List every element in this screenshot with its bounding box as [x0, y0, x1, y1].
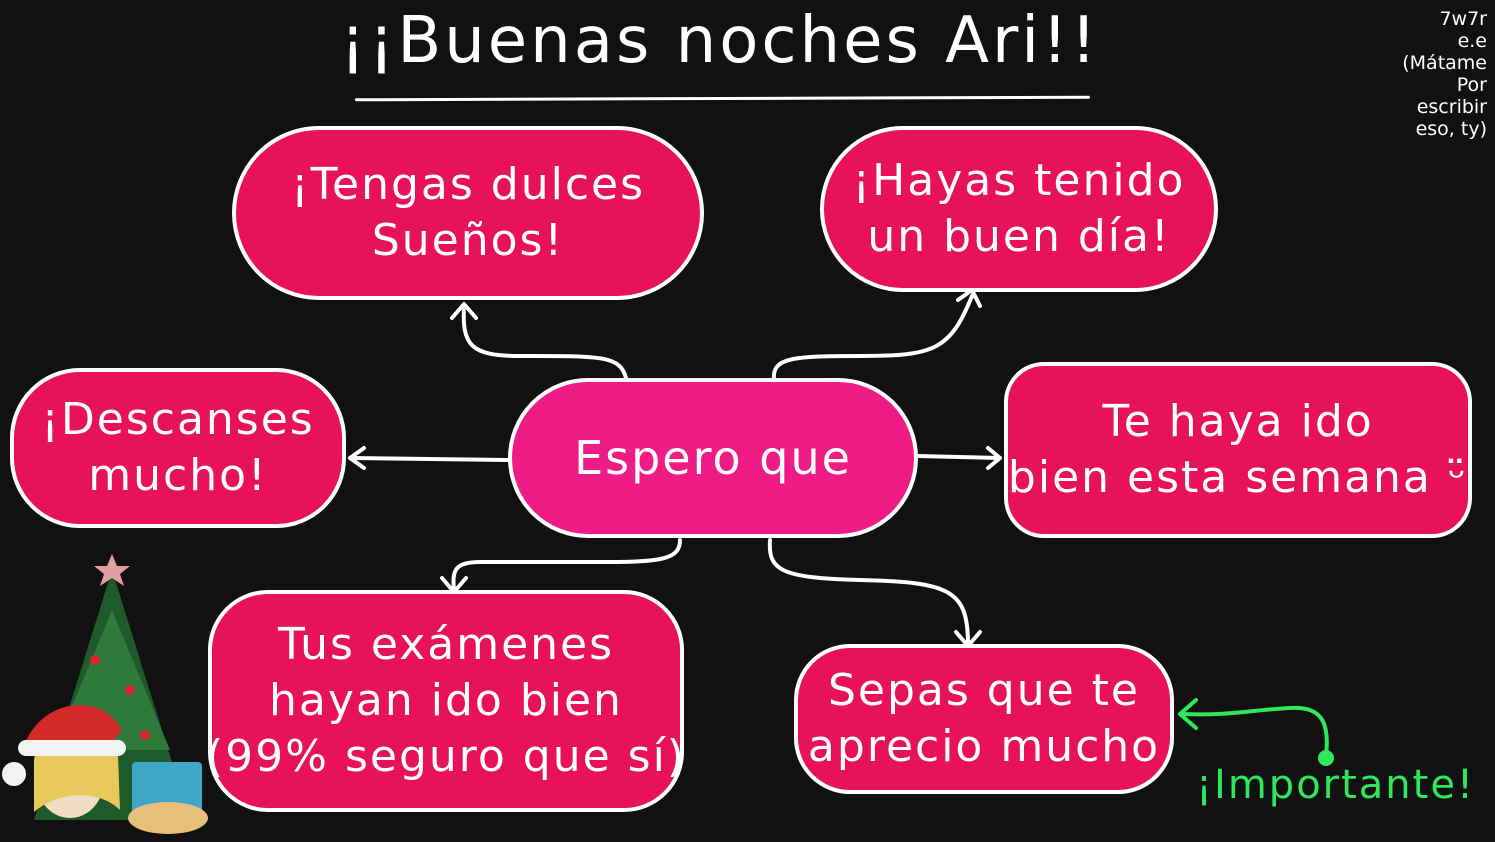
important-annotation: ¡Importante! — [1196, 762, 1475, 808]
node-exams: Tus exámenes hayan ido bien (99% seguro … — [206, 590, 686, 812]
connector-top-right — [771, 294, 974, 382]
node-good-week: Te haya ido bien esta semana ᵕ̈ — [1004, 362, 1472, 538]
arrowhead-right — [986, 446, 1002, 470]
node-line: un buen día! — [867, 211, 1171, 262]
annotation-arrowhead — [1178, 698, 1198, 730]
node-line: Tus exámenes — [277, 619, 615, 670]
side-note-line: (Mátame — [1402, 52, 1487, 74]
arrowhead-left — [348, 446, 366, 470]
node-line: aprecio mucho — [807, 721, 1161, 772]
annotation-arrow — [1180, 705, 1329, 758]
node-line: Sepas que te — [828, 665, 1140, 716]
node-rest: ¡Descanses mucho! — [10, 368, 346, 528]
node-line: (99% seguro que sí) — [206, 731, 686, 782]
tree-star-icon — [94, 554, 130, 586]
side-note-line: escribir — [1416, 96, 1487, 118]
node-sweet-dreams: ¡Tengas dulces Sueños! — [232, 126, 704, 300]
node-appreciation: Sepas que te aprecio mucho — [794, 644, 1174, 794]
node-line: mucho! — [88, 450, 268, 501]
santa-hat-icon — [24, 705, 122, 746]
page-title: ¡¡Buenas noches Ari!! — [340, 4, 1100, 78]
node-good-day: ¡Hayas tenido un buen día! — [820, 126, 1218, 292]
node-line: Te haya ido — [1102, 396, 1374, 447]
annotation-dot — [1318, 750, 1334, 766]
node-line: ¡Tengas dulces — [290, 159, 646, 210]
side-note-line: 7w7r — [1439, 8, 1487, 30]
node-line: ¡Hayas tenido — [852, 155, 1186, 206]
node-line: Sueños! — [371, 215, 565, 266]
connector-bottom-left — [451, 538, 682, 592]
side-note-line: Por — [1456, 74, 1487, 96]
connector-right — [916, 454, 1002, 460]
connector-top-left — [461, 304, 628, 380]
connector-bottom-right — [767, 538, 970, 646]
side-note-line: e.e — [1457, 30, 1487, 52]
side-note: 7w7r e.e (Mátame Por escribir eso, ty) — [1367, 8, 1487, 140]
node-line: bien esta semana ᵕ̈ — [1007, 452, 1469, 503]
christmas-sticker — [2, 554, 208, 834]
center-node: Espero que — [508, 378, 918, 538]
node-line: hayan ido bien — [269, 675, 623, 726]
side-note-line: eso, ty) — [1415, 118, 1487, 140]
center-node-label: Espero que — [574, 431, 852, 485]
connector-left — [348, 456, 510, 462]
node-line: ¡Descanses — [41, 394, 315, 445]
arrowhead-top-left — [450, 302, 478, 320]
